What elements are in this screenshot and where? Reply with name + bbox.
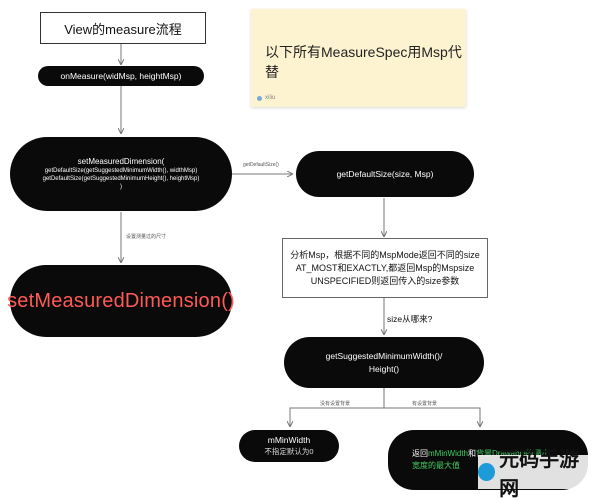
getdefaultsize-label: getDefaultSize(size, Msp) xyxy=(336,169,434,179)
edge-label-getdefaultsize: getDefaultSize() xyxy=(243,162,279,168)
bottomright-green-2: 背景Drawable的最小 xyxy=(476,449,550,458)
bottomright-line2: 宽度的最大值 xyxy=(412,461,460,470)
watermark-logo-icon xyxy=(478,463,496,481)
analysis-line2: AT_MOST和EXACTLY,都返回Msp的Mspsize xyxy=(295,262,475,273)
setmeasured-node: setMeasuredDimension( getDefaultSize(get… xyxy=(10,137,232,211)
setmeasured-title: setMeasuredDimension( xyxy=(77,157,165,166)
title-box: View的measure流程 xyxy=(40,12,206,44)
big-setmeasured-label: setMeasuredDimension() xyxy=(7,289,235,312)
bottomright-mid: 和 xyxy=(468,449,477,458)
sticky-note-author-name: xiliu xyxy=(265,95,276,101)
mminwidth-line2: 不指定默认为0 xyxy=(264,447,314,456)
watermark: 元码手游网 xyxy=(478,447,598,500)
big-setmeasured-node: setMeasuredDimension() xyxy=(7,265,235,337)
mminwidth-node: mMinWidth 不指定默认为0 xyxy=(239,430,339,462)
bottomright-prefix: 返回 xyxy=(412,449,428,458)
edge-label-set-dimension: 设置测量过的尺寸 xyxy=(126,234,167,240)
setmeasured-line3: ) xyxy=(120,184,122,190)
getsuggested-line1: getSuggestedMinimumWidth()/ xyxy=(325,350,443,361)
title-box-label: View的measure流程 xyxy=(64,21,182,37)
edge-label-has-background: 有设置背景 xyxy=(412,401,438,407)
edge-suggested-to-bottomright xyxy=(384,407,480,426)
edge-label-no-background: 没有设置背景 xyxy=(320,401,351,407)
getsuggested-line2: Height() xyxy=(368,363,400,374)
onmeasure-label: onMeasure(widMsp, heightMsp) xyxy=(60,71,182,81)
getsuggested-node: getSuggestedMinimumWidth()/ Height() xyxy=(284,337,484,388)
edge-suggested-to-mminwidth xyxy=(290,388,385,426)
sticky-note-text: 以下所有MeasureSpec用Msp代替 xyxy=(265,44,462,80)
analysis-box: 分析Msp，根据不同的MspMode返回不同的size AT_MOST和EXAC… xyxy=(282,238,488,298)
size-question-label: size从哪来? xyxy=(387,314,433,324)
watermark-text: 元码手游网 xyxy=(499,447,580,500)
bottomright-line1: 返回mMinWidth和背景Drawable的最小 xyxy=(412,448,550,460)
bottomright-green-1: mMinWidth xyxy=(428,449,469,458)
onmeasure-node: onMeasure(widMsp, heightMsp) xyxy=(38,66,204,86)
analysis-line3: UNSPECIFIED则返回传入的size参数 xyxy=(310,275,460,286)
sticky-note-author: xiliu xyxy=(257,95,275,101)
getdefaultsize-node: getDefaultSize(size, Msp) xyxy=(296,151,474,197)
analysis-line1: 分析Msp，根据不同的MspMode返回不同的size xyxy=(290,249,480,260)
author-icon xyxy=(257,95,262,101)
sticky-note: 以下所有MeasureSpec用Msp代替 xiliu xyxy=(251,9,466,107)
setmeasured-line1: getDefaultSize(getSuggestedMinimumWidth(… xyxy=(44,168,198,174)
mminwidth-line1: mMinWidth xyxy=(267,435,311,445)
setmeasured-line2: getDefaultSize(getSuggestedMinimumHeight… xyxy=(42,176,200,182)
